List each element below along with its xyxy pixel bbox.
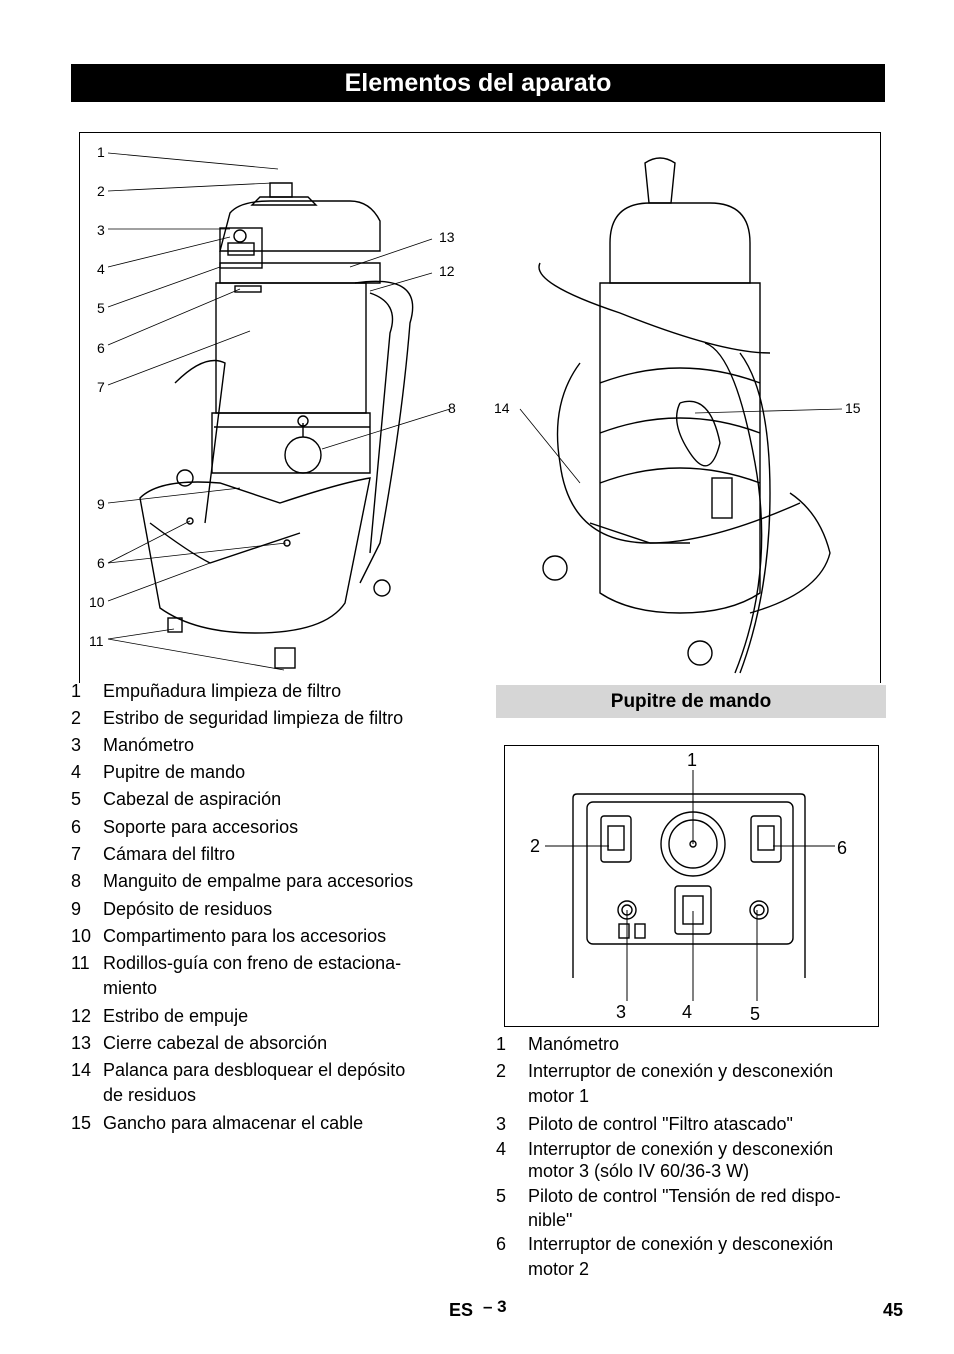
panel-callout-5: 5 xyxy=(750,1004,761,1024)
vacuum-illustration xyxy=(107,152,843,674)
callout-6b: 6 xyxy=(97,555,105,571)
control-panel-figure: 1 2 6 3 4 5 xyxy=(504,745,879,1027)
device-figure: 1 2 3 4 5 6 7 13 12 8 14 15 9 6 10 11 xyxy=(79,132,881,683)
callout-9: 9 xyxy=(97,496,105,512)
section-heading: Pupitre de mando xyxy=(496,685,886,718)
panel-callout-2: 2 xyxy=(530,836,541,856)
panel-callout-3: 3 xyxy=(616,1002,627,1022)
callout-12: 12 xyxy=(439,263,455,279)
page-title: Elementos del aparato xyxy=(71,64,885,102)
callout-3: 3 xyxy=(97,222,105,238)
callout-10: 10 xyxy=(89,594,105,610)
callout-6: 6 xyxy=(97,340,105,356)
panel-callout-6: 6 xyxy=(837,838,848,858)
footer-language: ES xyxy=(449,1300,474,1320)
callout-8: 8 xyxy=(448,400,456,416)
callout-1: 1 xyxy=(97,144,105,160)
control-panel-illustration xyxy=(545,770,835,1001)
callout-15: 15 xyxy=(845,400,861,416)
callout-7: 7 xyxy=(97,379,105,395)
callout-4: 4 xyxy=(97,261,105,277)
callout-5: 5 xyxy=(97,300,105,316)
panel-callout-1: 1 xyxy=(687,750,698,770)
callout-11: 11 xyxy=(89,633,104,649)
footer-section-page: – 3 xyxy=(483,1297,507,1316)
callout-14: 14 xyxy=(494,400,510,416)
page-number: 45 xyxy=(883,1300,904,1320)
callout-2: 2 xyxy=(97,183,105,199)
callout-13: 13 xyxy=(439,229,455,245)
panel-callout-4: 4 xyxy=(682,1002,693,1022)
